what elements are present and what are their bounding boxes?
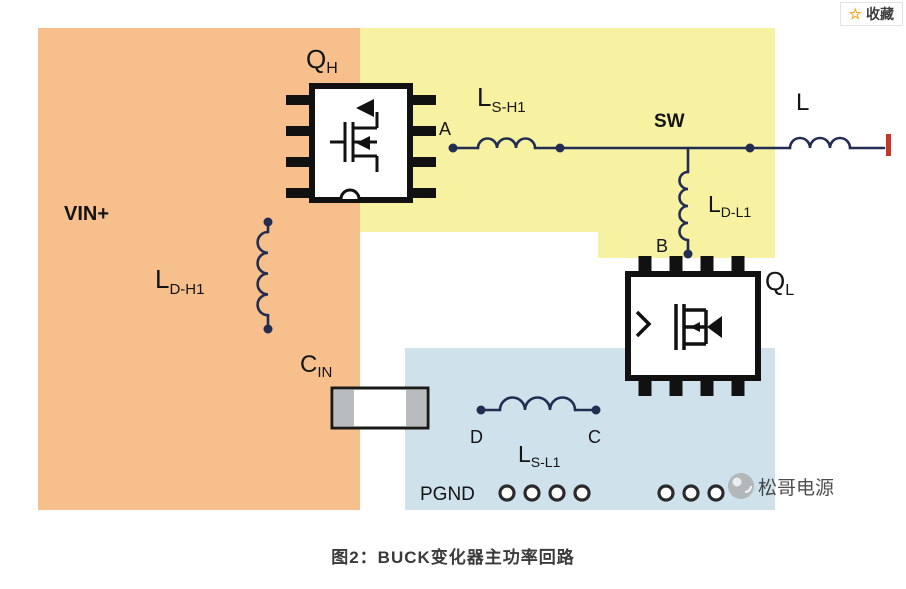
- junction-dots: [263, 143, 755, 415]
- ql-package: [625, 256, 761, 396]
- inductor-ld-l1: [678, 170, 690, 242]
- background-regions: [38, 28, 775, 510]
- watermark: 松哥电源: [728, 473, 834, 499]
- label-node-a: A: [439, 119, 451, 139]
- qh-pins: [286, 95, 436, 198]
- label-node-c: C: [588, 427, 601, 447]
- node-dot: [745, 143, 755, 153]
- inductor-l-output: [788, 136, 852, 150]
- node-b-dot: [683, 249, 693, 259]
- favorite-button[interactable]: ☆ 收藏: [839, 2, 903, 26]
- region-sw-loop: [360, 28, 775, 258]
- pgnd-vias: [498, 484, 725, 502]
- label-qh: QH: [306, 44, 338, 77]
- inductor-ls-l1: [498, 396, 577, 412]
- label-lsl1: LS-L1: [518, 441, 561, 470]
- label-l: L: [796, 89, 809, 116]
- node-dot: [555, 143, 565, 153]
- watermark-text: 松哥电源: [758, 477, 834, 499]
- ql-pins: [638, 256, 745, 396]
- label-ql: QL: [765, 266, 794, 299]
- inductor-ls-h1: [476, 137, 537, 150]
- node-a-dot: [448, 143, 458, 153]
- figure-caption: 图2：BUCK变化器主功率回路: [331, 548, 575, 567]
- diagram-labels: VIN+ QH LD-H1 CIN A LS-H1 SW L LD-L1 B Q…: [64, 44, 809, 505]
- node-c-dot: [591, 405, 601, 415]
- ql-mosfet-symbol: [635, 304, 722, 350]
- cin-capacitor: [330, 386, 430, 430]
- pin1-chevron: [635, 310, 652, 338]
- node-d-dot: [476, 405, 486, 415]
- label-node-d: D: [470, 427, 483, 447]
- wires: [256, 136, 886, 412]
- label-vin: VIN+: [64, 203, 109, 225]
- inductor-ld-h1: [256, 230, 270, 317]
- label-node-b: B: [656, 236, 668, 256]
- qh-package: [286, 83, 436, 203]
- label-cin: CIN: [300, 351, 332, 381]
- qh-mosfet-symbol: [330, 99, 379, 200]
- region-input-loop: [38, 28, 360, 510]
- label-pgnd: PGND: [420, 484, 475, 505]
- star-icon: ☆: [848, 5, 862, 23]
- circuit-diagram: 松哥电源 VIN+ QH LD-H1 CIN A LS-H1 SW L LD-L…: [38, 28, 891, 510]
- clipped-red-mark: [886, 134, 891, 156]
- label-ldl1: LD-L1: [708, 191, 751, 220]
- node-dot: [263, 324, 273, 334]
- node-dot: [263, 217, 273, 227]
- favorite-label: 收藏: [866, 6, 894, 22]
- label-sw: SW: [654, 111, 685, 132]
- label-ldh1: LD-H1: [155, 264, 204, 298]
- label-lsh1: LS-H1: [477, 82, 526, 116]
